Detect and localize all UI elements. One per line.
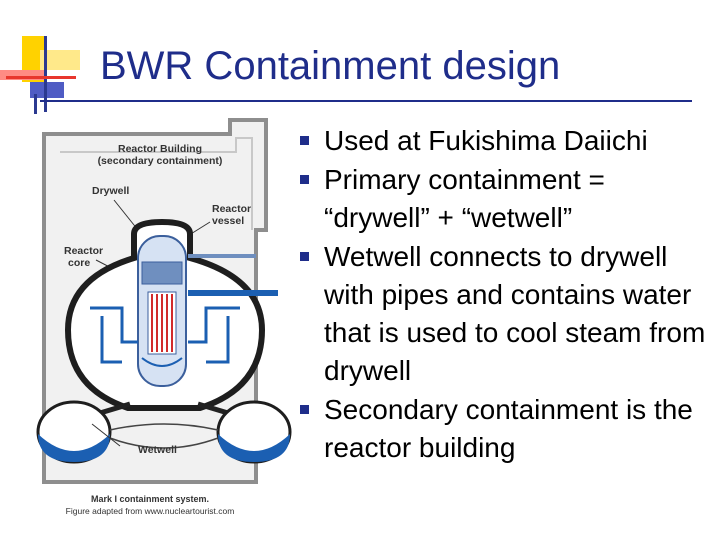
- containment-diagram: Reactor Building (secondary containment)…: [30, 112, 300, 522]
- bullet-list: Used at Fukishima Daiichi Primary contai…: [296, 122, 706, 468]
- bullet-text: Secondary containment is the reactor bui…: [324, 394, 693, 463]
- label-building-2: (secondary containment): [98, 155, 223, 167]
- decorative-logo-icon: [0, 30, 90, 120]
- bullet-item: Secondary containment is the reactor bui…: [296, 391, 706, 467]
- steam-line-lower: [188, 290, 278, 296]
- bullet-text: Wetwell connects to drywell with pipes a…: [324, 241, 705, 386]
- bullet-text: Used at Fukishima Daiichi: [324, 125, 648, 156]
- label-building-1: Reactor Building: [118, 143, 202, 155]
- label-vessel-2: vessel: [212, 215, 244, 227]
- diagram-caption-2: Figure adapted from www.nucleartourist.c…: [66, 506, 235, 516]
- label-drywell: Drywell: [92, 185, 129, 197]
- bullet-item: Wetwell connects to drywell with pipes a…: [296, 238, 706, 390]
- bullet-square-icon: [300, 175, 309, 184]
- label-vessel-1: Reactor: [212, 203, 251, 215]
- bullet-square-icon: [300, 405, 309, 414]
- slide-title: BWR Containment design: [100, 44, 560, 89]
- bullet-text: Primary containment = “drywell” + “wetwe…: [324, 164, 605, 233]
- reactor-core: [148, 292, 176, 354]
- label-wetwell: Wetwell: [138, 444, 177, 456]
- steam-line-upper: [188, 254, 256, 258]
- label-core-1: Reactor: [64, 245, 103, 257]
- bullet-square-icon: [300, 252, 309, 261]
- diagram-caption-1: Mark I containment system.: [91, 494, 209, 504]
- bullet-item: Primary containment = “drywell” + “wetwe…: [296, 161, 706, 237]
- bullet-item: Used at Fukishima Daiichi: [296, 122, 706, 160]
- bullet-square-icon: [300, 136, 309, 145]
- title-divider: [40, 100, 692, 102]
- label-core-2: core: [68, 257, 90, 269]
